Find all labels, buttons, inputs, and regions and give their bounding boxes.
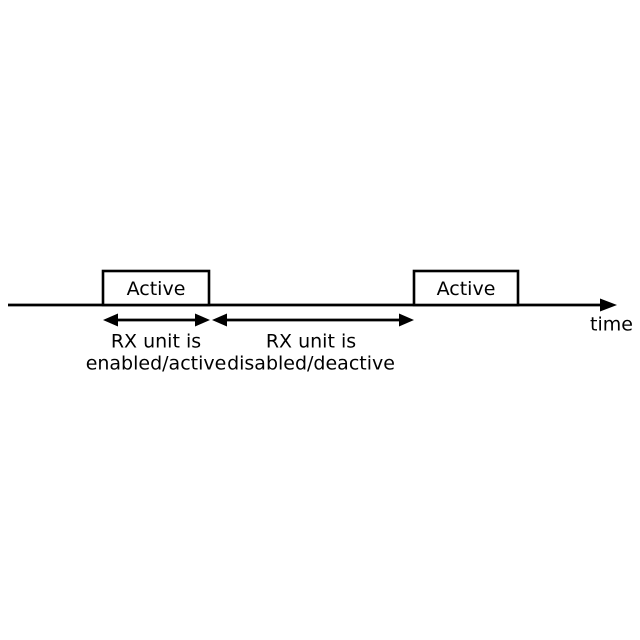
disabled-interval-label-line1: RX unit is xyxy=(266,331,356,353)
disabled-interval-label-line2: disabled/deactive xyxy=(227,353,395,375)
pulse-box-first xyxy=(101,269,211,307)
time-axis-arrowhead-icon xyxy=(600,298,617,312)
pulse-box-second xyxy=(412,269,520,307)
pulse-box-second-label: Active xyxy=(437,278,496,300)
disabled-interval-right-arrowhead-icon xyxy=(399,313,414,327)
enabled-interval-left-arrowhead-icon xyxy=(103,313,118,327)
enabled-interval-right-arrowhead-icon xyxy=(195,313,210,327)
enabled-interval-label-line2: enabled/active xyxy=(86,353,227,375)
disabled-interval-left-arrowhead-icon xyxy=(212,313,227,327)
pulse-box-first-label: Active xyxy=(127,278,186,300)
enabled-interval-label-line1: RX unit is xyxy=(111,331,201,353)
time-axis-label: time xyxy=(590,314,633,336)
